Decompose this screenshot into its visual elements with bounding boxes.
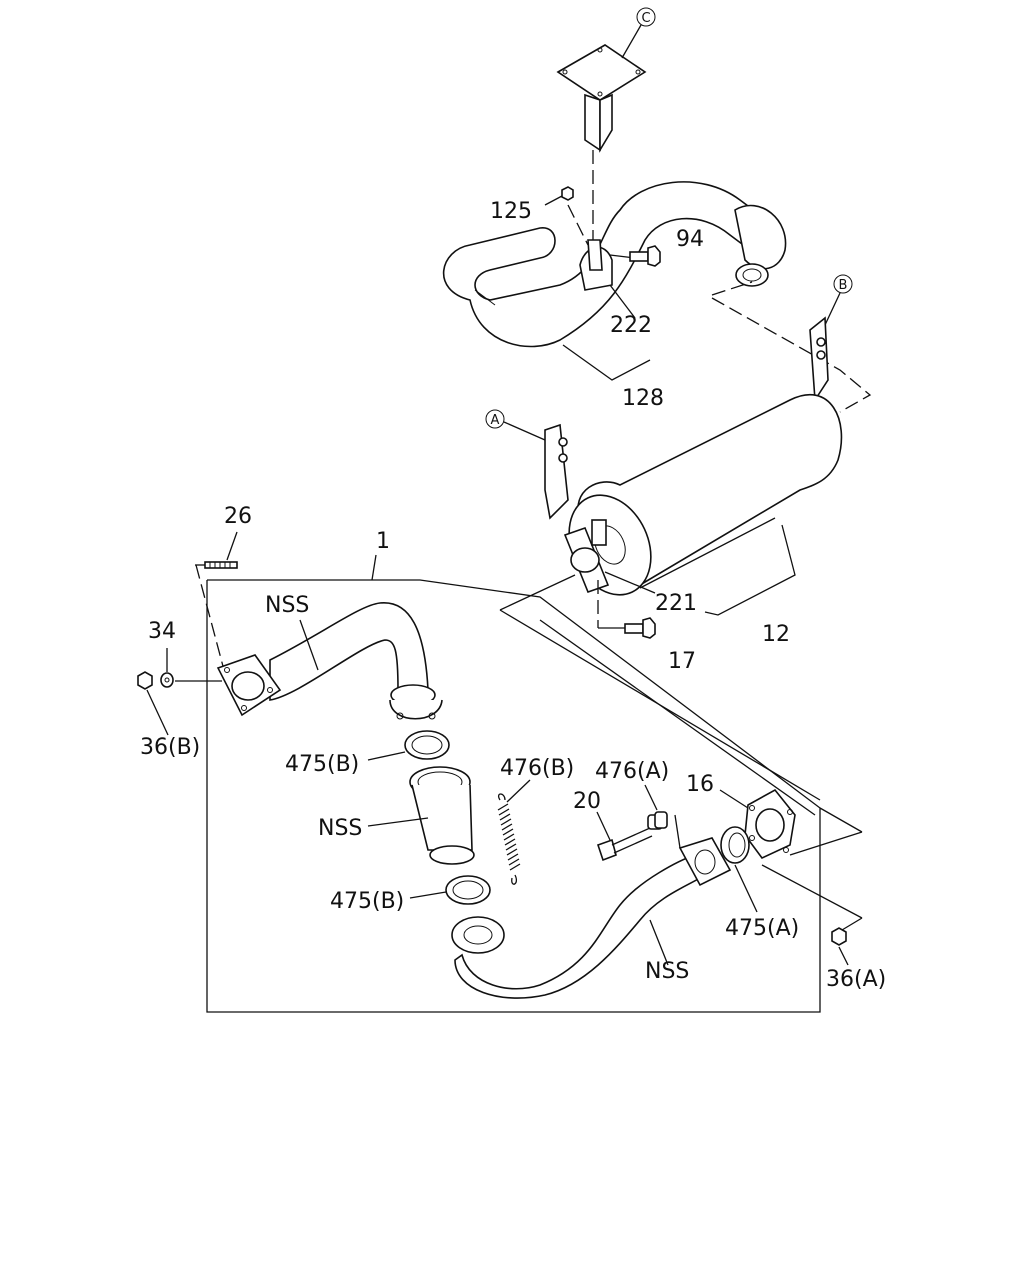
muffler-12	[563, 393, 843, 596]
gasket-475a	[720, 826, 758, 913]
label-nss-middle: NSS	[318, 816, 362, 841]
bolt-20	[596, 811, 653, 862]
label-34: 34	[148, 619, 176, 644]
label-475b-upper: 475(B)	[285, 752, 359, 777]
leader-lines-top	[544, 150, 872, 413]
flange-16	[719, 788, 796, 860]
label-12: 12	[762, 622, 790, 647]
callout-a: A	[485, 409, 546, 441]
callout-c: C	[621, 7, 656, 59]
label-94: 94	[676, 227, 704, 252]
front-pipe-lower	[451, 837, 732, 999]
flex-pipe-middle	[367, 766, 475, 865]
label-36b: 36(B)	[140, 735, 200, 760]
callout-a-label: A	[491, 413, 500, 428]
label-128: 128	[622, 386, 664, 411]
label-36a: 36(A)	[826, 967, 886, 992]
hanger-bracket-c	[556, 44, 647, 153]
hanger-bracket-a	[544, 423, 569, 520]
label-1: 1	[376, 529, 390, 554]
label-17: 17	[668, 649, 696, 674]
nut-36a	[761, 831, 863, 966]
nut-125	[561, 186, 574, 201]
nut-36b	[137, 671, 169, 736]
callout-b: B	[824, 274, 853, 326]
label-475a: 475(A)	[725, 916, 799, 941]
tail-pipe-128	[442, 181, 787, 348]
label-26: 26	[224, 504, 252, 529]
gasket-475b-lower	[409, 875, 491, 905]
spring-476b	[497, 779, 531, 885]
leader-lines-muffler	[597, 517, 796, 629]
label-125: 125	[490, 199, 532, 224]
callout-b-label: B	[839, 278, 848, 293]
front-pipe-upper	[216, 602, 443, 720]
label-nss-lower: NSS	[645, 959, 689, 984]
label-475b-lower: 475(B)	[330, 889, 404, 914]
clamp-222	[587, 239, 603, 271]
stud-26	[195, 531, 238, 686]
gasket-475b-upper	[367, 730, 450, 761]
label-476a: 476(A)	[595, 759, 669, 784]
spring-476a	[644, 784, 681, 849]
label-221: 221	[655, 591, 697, 616]
washer-34	[160, 648, 222, 688]
label-476b: 476(B)	[500, 756, 574, 781]
bolt-17	[624, 617, 656, 639]
label-16: 16	[686, 772, 714, 797]
label-nss-upper: NSS	[265, 593, 309, 618]
callout-c-label: C	[641, 11, 650, 26]
label-222: 222	[610, 313, 652, 338]
bolt-94	[629, 245, 661, 267]
hanger-bracket-b	[809, 316, 829, 403]
label-20: 20	[573, 789, 601, 814]
